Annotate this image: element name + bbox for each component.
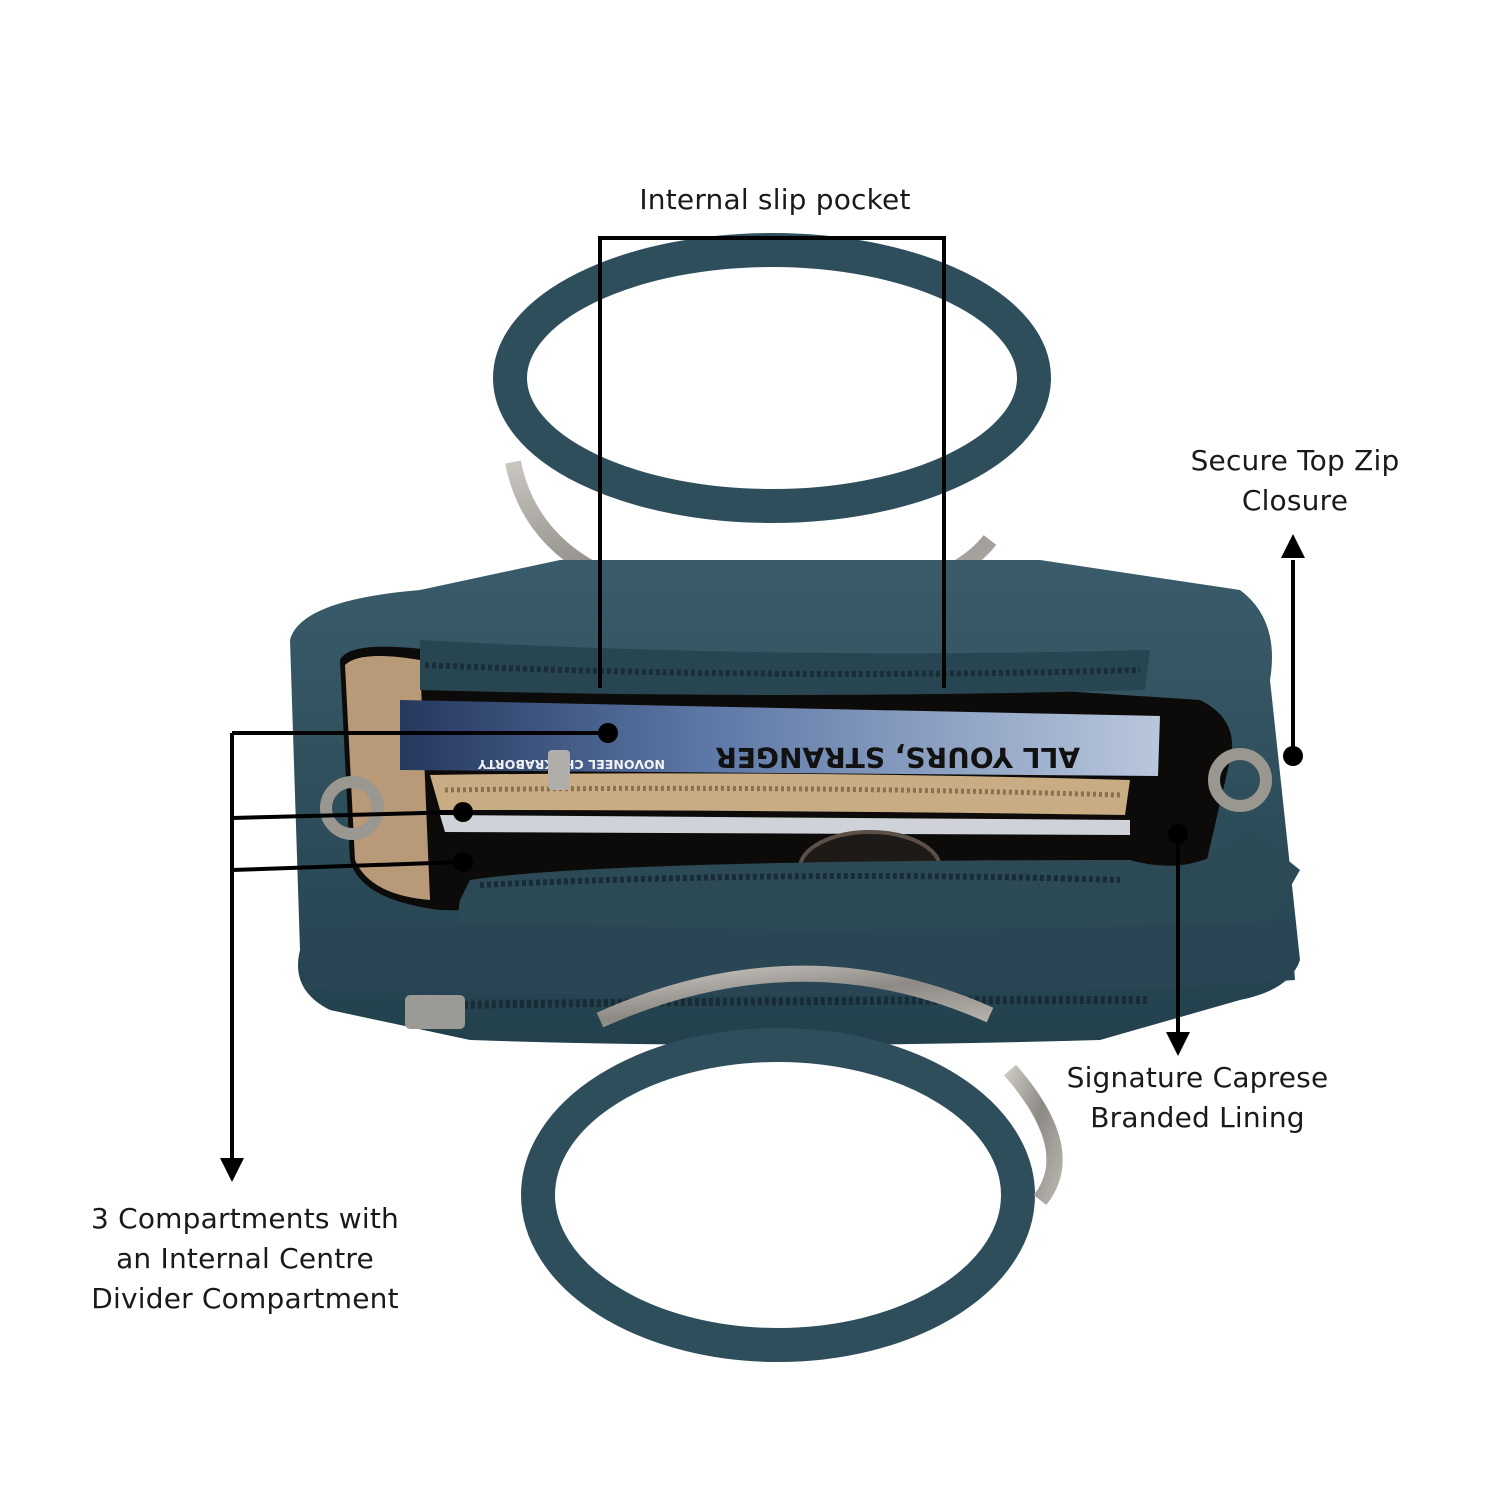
compartments-bracket: [220, 723, 618, 1182]
front-panel: [300, 830, 1300, 1029]
callout-slip-pocket: Internal slip pocket: [575, 180, 975, 220]
side-ring-left: [320, 776, 384, 840]
lining-arrow: [1166, 824, 1190, 1056]
callout-zip-closure-line2: Closure: [1241, 484, 1349, 517]
callout-compartments-line2: an Internal Centre: [116, 1242, 374, 1275]
callout-lining-line2: Branded Lining: [1090, 1101, 1305, 1134]
callout-compartments-line3: Divider Compartment: [91, 1282, 399, 1315]
callout-slip-pocket-line1: Internal slip pocket: [639, 183, 911, 216]
side-ring-right: [1208, 748, 1272, 812]
callout-lining-line1: Signature Caprese: [1066, 1061, 1329, 1094]
callout-zip-closure-line1: Secure Top Zip: [1190, 444, 1400, 477]
callout-compartments: 3 Compartments with an Internal Centre D…: [55, 1199, 435, 1319]
book-title: ALL YOURS, STRANGER: [715, 741, 1080, 774]
callout-compartments-line1: 3 Compartments with: [90, 1202, 399, 1235]
zip-closure-arrow: [1281, 534, 1305, 766]
book: ALL YOURS, STRANGER NOVONEEL CHAKRABORTY: [400, 700, 1160, 776]
zip-puller-icon[interactable]: [548, 750, 570, 790]
slip-pocket-bracket: [598, 236, 946, 688]
book-author: NOVONEEL CHAKRABORTY: [477, 757, 665, 772]
callout-zip-closure: Secure Top Zip Closure: [1150, 441, 1440, 521]
back-handle: [493, 233, 1051, 615]
zip-puller-icon[interactable]: [405, 995, 465, 1029]
centre-divider: [430, 750, 1130, 835]
callout-lining: Signature Caprese Branded Lining: [1015, 1058, 1380, 1138]
front-handle: [521, 965, 1063, 1362]
